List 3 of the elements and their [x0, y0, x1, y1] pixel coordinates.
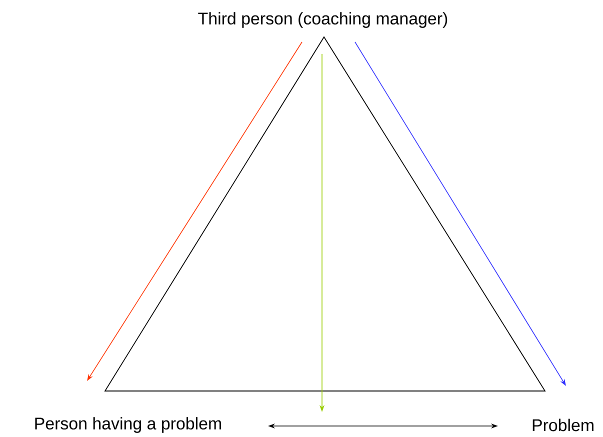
node-label: Problem — [532, 418, 594, 432]
node-label: Person having a problem — [35, 417, 221, 433]
node-label: Third person (coaching manager) — [198, 12, 448, 28]
